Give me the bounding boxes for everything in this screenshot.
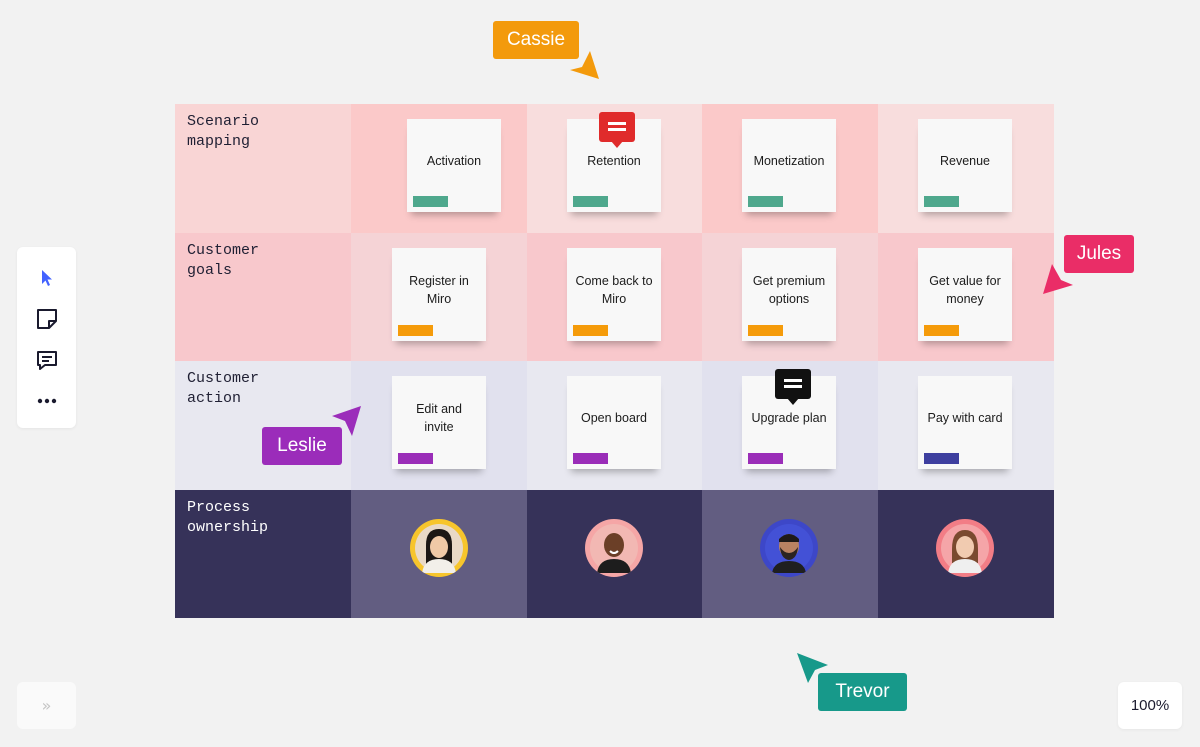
sticky-tag — [573, 453, 608, 464]
row-label: Scenario mapping — [187, 113, 260, 150]
sticky-tag — [924, 196, 959, 207]
scenario-board: Scenario mapping Activation Retention Mo… — [175, 104, 1054, 618]
select-icon[interactable] — [32, 263, 62, 293]
sticky-note[interactable]: Revenue — [918, 119, 1012, 212]
sticky-tag — [413, 196, 448, 207]
cursor-label-trevor: Trevor — [818, 673, 907, 711]
sticky-tag — [924, 325, 959, 336]
board-cell: Edit and invite — [351, 361, 527, 490]
sticky-tag — [573, 325, 608, 336]
sticky-note[interactable]: Get premium options — [742, 248, 836, 341]
avatar[interactable] — [760, 519, 818, 577]
sticky-tag — [748, 453, 783, 464]
board-cell — [527, 490, 702, 618]
avatar[interactable] — [410, 519, 468, 577]
sticky-note[interactable]: Edit and invite — [392, 376, 486, 469]
sticky-note-text: Revenue — [939, 153, 991, 168]
row-header-scenario-mapping: Scenario mapping — [175, 104, 351, 233]
row-label: Process ownership — [187, 499, 269, 536]
sticky-note[interactable]: Upgrade plan — [742, 376, 836, 469]
board-cell — [878, 490, 1054, 618]
sticky-tag — [748, 196, 783, 207]
left-toolbar — [17, 247, 76, 428]
row-label: Customer action — [187, 370, 260, 407]
board-cell: Monetization — [702, 104, 878, 233]
row-header-process-ownership: Process ownership — [175, 490, 351, 618]
cursor-label-leslie: Leslie — [262, 427, 342, 465]
sticky-tag — [398, 325, 433, 336]
zoom-level-button[interactable]: 100% — [1118, 682, 1182, 729]
sticky-note-icon[interactable] — [32, 304, 62, 334]
sticky-note[interactable]: Open board — [567, 376, 661, 469]
sticky-note-text: Activation — [426, 153, 482, 168]
sticky-note-text: Retention — [587, 153, 641, 168]
sticky-note-text: Get premium options — [752, 273, 826, 306]
sticky-note[interactable]: Get value for money — [918, 248, 1012, 341]
cursor-arrow-icon — [332, 406, 361, 436]
board-cell: Register in Miro — [351, 233, 527, 361]
comment-icon[interactable] — [599, 112, 635, 148]
comment-icon[interactable] — [32, 345, 62, 375]
cursor-arrow-icon — [1043, 264, 1073, 294]
expand-panel-button[interactable]: » — [17, 682, 76, 729]
board-cell — [702, 490, 878, 618]
board-cell: Get value for money — [878, 233, 1054, 361]
sticky-note-text: Pay with card — [927, 410, 1003, 425]
board-cell: Come back to Miro — [527, 233, 702, 361]
cursor-label-cassie: Cassie — [493, 21, 579, 59]
sticky-tag — [573, 196, 608, 207]
cursor-arrow-icon — [797, 653, 828, 683]
row-label: Customer goals — [187, 242, 260, 279]
sticky-note[interactable]: Monetization — [742, 119, 836, 212]
board-cell: Revenue — [878, 104, 1054, 233]
person-avatar-icon — [941, 524, 989, 573]
sticky-note[interactable]: Register in Miro — [392, 248, 486, 341]
sticky-note[interactable]: Pay with card — [918, 376, 1012, 469]
avatar[interactable] — [936, 519, 994, 577]
board-cell — [351, 490, 527, 618]
sticky-note-text: Open board — [580, 410, 648, 425]
person-avatar-icon — [765, 524, 813, 573]
sticky-note[interactable]: Activation — [407, 119, 501, 212]
sticky-note-text: Monetization — [753, 153, 825, 168]
cursor-arrow-icon — [570, 51, 599, 79]
person-avatar-icon — [415, 524, 463, 573]
row-header-customer-goals: Customer goals — [175, 233, 351, 361]
more-icon[interactable] — [32, 386, 62, 416]
board-cell: Open board — [527, 361, 702, 490]
board-cell: Get premium options — [702, 233, 878, 361]
cursor-label-jules: Jules — [1064, 235, 1134, 273]
comment-icon[interactable] — [775, 369, 811, 405]
sticky-note-text: Upgrade plan — [751, 410, 827, 425]
sticky-note-text: Register in Miro — [409, 273, 469, 306]
sticky-note[interactable]: Come back to Miro — [567, 248, 661, 341]
avatar[interactable] — [585, 519, 643, 577]
person-avatar-icon — [590, 524, 638, 573]
board-cell: Activation — [351, 104, 527, 233]
sticky-note-text: Come back to Miro — [575, 273, 653, 306]
sticky-tag — [924, 453, 959, 464]
row-header-customer-action: Customer action — [175, 361, 351, 490]
sticky-tag — [748, 325, 783, 336]
sticky-note-text: Get value for money — [929, 273, 1001, 306]
board-cell: Pay with card — [878, 361, 1054, 490]
sticky-tag — [398, 453, 433, 464]
sticky-note-text: Edit and invite — [416, 401, 462, 434]
